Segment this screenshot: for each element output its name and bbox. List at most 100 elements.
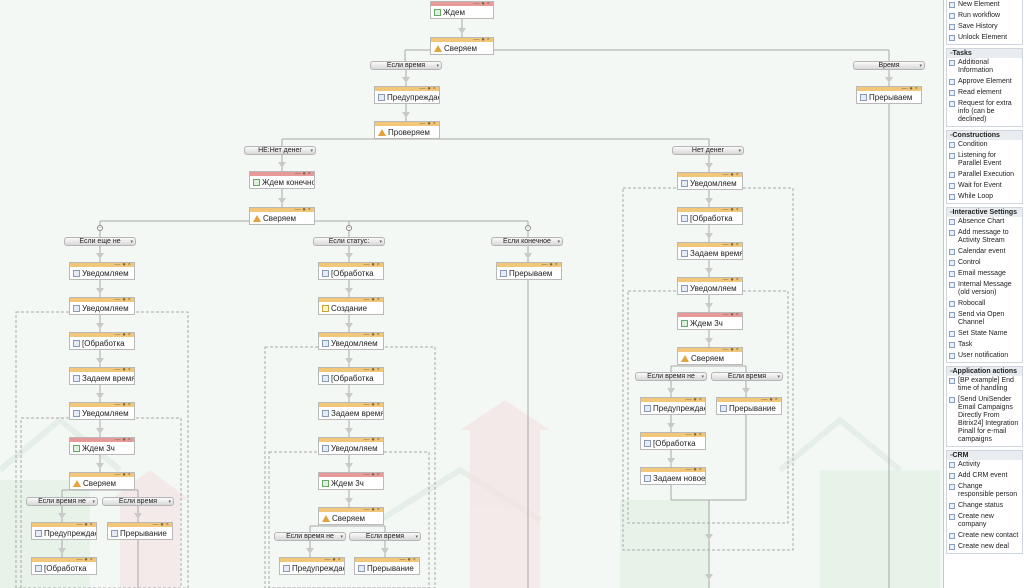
collapse-icon[interactable]: -: [97, 225, 103, 231]
toolbox-item[interactable]: Wait for Event: [947, 181, 1022, 192]
dropdown-icon[interactable]: ▾: [310, 148, 313, 154]
branch-condition-label[interactable]: Если время▾: [102, 497, 174, 506]
workflow-block[interactable]: — ● ×Уведомляем: [318, 437, 384, 455]
workflow-block[interactable]: — ● ×Прерываем: [856, 86, 922, 104]
workflow-block[interactable]: — ● ×Прерывание: [716, 397, 782, 415]
block-controls[interactable]: — ● ×: [114, 402, 131, 408]
toolbox-item[interactable]: [Send UniSender Email Campaigns Directly…: [947, 395, 1022, 446]
branch-condition-label[interactable]: НЕ:Нет денег▾: [244, 146, 316, 155]
collapse-toggle-icon[interactable]: ▫: [950, 209, 953, 216]
branch-condition-label[interactable]: Время▾: [853, 61, 925, 70]
toolbox-item[interactable]: Set State Name: [947, 329, 1022, 340]
toolbox-item[interactable]: Calendar event: [947, 247, 1022, 258]
dropdown-icon[interactable]: ▾: [701, 374, 704, 380]
block-controls[interactable]: — ● ×: [363, 507, 380, 513]
workflow-block[interactable]: — ● ×Уведомляем: [677, 172, 743, 190]
dropdown-icon[interactable]: ▾: [738, 148, 741, 154]
workflow-block[interactable]: — ● ×Ждем 3ч: [318, 472, 384, 490]
collapse-toggle-icon[interactable]: ▫: [950, 50, 953, 57]
toolbox-item[interactable]: New Element: [947, 0, 1022, 11]
block-controls[interactable]: — ● ×: [761, 397, 778, 403]
block-controls[interactable]: — ● ×: [541, 262, 558, 268]
block-controls[interactable]: — ● ×: [76, 557, 93, 563]
block-controls[interactable]: — ● ×: [399, 557, 416, 563]
toolbox-item[interactable]: Condition: [947, 140, 1022, 151]
workflow-block[interactable]: — ● ×Уведомляем: [69, 402, 135, 420]
block-controls[interactable]: — ● ×: [152, 522, 169, 528]
workflow-block[interactable]: — ● ×Сверяем: [69, 472, 135, 490]
workflow-block[interactable]: — ● ×Задаем новое: [640, 467, 706, 485]
toolbox-item[interactable]: Control: [947, 258, 1022, 269]
block-controls[interactable]: — ● ×: [419, 121, 436, 127]
block-controls[interactable]: — ● ×: [114, 262, 131, 268]
dropdown-icon[interactable]: ▾: [436, 63, 439, 69]
branch-condition-label[interactable]: Если статус:▾: [313, 237, 385, 246]
dropdown-icon[interactable]: ▾: [557, 239, 560, 245]
workflow-block[interactable]: — ● ×Задаем время: [677, 242, 743, 260]
dropdown-icon[interactable]: ▾: [379, 239, 382, 245]
workflow-block[interactable]: — ● ×Прерывание: [354, 557, 420, 575]
branch-condition-label[interactable]: Если время не▾: [274, 532, 346, 541]
dropdown-icon[interactable]: ▾: [777, 374, 780, 380]
block-controls[interactable]: — ● ×: [685, 467, 702, 473]
block-controls[interactable]: — ● ×: [114, 472, 131, 478]
block-controls[interactable]: — ● ×: [363, 472, 380, 478]
dropdown-icon[interactable]: ▾: [919, 63, 922, 69]
workflow-block[interactable]: — ● ×Предупреждаем: [640, 397, 706, 415]
block-controls[interactable]: — ● ×: [114, 367, 131, 373]
workflow-block[interactable]: — ● ×Ждем: [430, 1, 494, 19]
block-controls[interactable]: — ● ×: [722, 172, 739, 178]
section-header[interactable]: ▫CRM: [947, 451, 1022, 460]
section-header[interactable]: ▫Tasks: [947, 49, 1022, 58]
workflow-block[interactable]: — ● ×Прерывание: [107, 522, 173, 540]
block-controls[interactable]: — ● ×: [473, 37, 490, 43]
toolbox-item[interactable]: While Loop: [947, 192, 1022, 203]
block-controls[interactable]: — ● ×: [722, 347, 739, 353]
block-controls[interactable]: — ● ×: [114, 437, 131, 443]
toolbox-item[interactable]: Add message to Activity Stream: [947, 228, 1022, 247]
block-controls[interactable]: — ● ×: [722, 312, 739, 318]
workflow-block[interactable]: — ● ×[Обработка: [318, 262, 384, 280]
branch-condition-label[interactable]: Если еще не▾: [64, 237, 136, 246]
collapse-toggle-icon[interactable]: ▫: [950, 132, 953, 139]
workflow-block[interactable]: — ● ×Ждем конечной: [249, 171, 315, 189]
toolbox-item[interactable]: Read element: [947, 88, 1022, 99]
branch-condition-label[interactable]: Если время▾: [370, 61, 442, 70]
toolbox-item[interactable]: Save History: [947, 22, 1022, 33]
toolbox-item[interactable]: Create new contact: [947, 531, 1022, 542]
workflow-block[interactable]: — ● ×[Обработка: [677, 207, 743, 225]
block-controls[interactable]: — ● ×: [76, 522, 93, 528]
section-header[interactable]: ▫Constructions: [947, 131, 1022, 140]
workflow-block[interactable]: — ● ×Задаем время: [318, 402, 384, 420]
block-controls[interactable]: — ● ×: [722, 242, 739, 248]
toolbox-item[interactable]: Request for extra info (can be declined): [947, 99, 1022, 126]
dropdown-icon[interactable]: ▾: [130, 239, 133, 245]
toolbox-item[interactable]: Create new company: [947, 512, 1022, 531]
dropdown-icon[interactable]: ▾: [415, 534, 418, 540]
block-controls[interactable]: — ● ×: [722, 277, 739, 283]
workflow-block[interactable]: — ● ×Предупреждаем: [374, 86, 440, 104]
block-controls[interactable]: — ● ×: [363, 402, 380, 408]
toolbox-item[interactable]: Approve Element: [947, 77, 1022, 88]
toolbox-item[interactable]: Add CRM event: [947, 471, 1022, 482]
collapse-icon[interactable]: -: [525, 225, 531, 231]
workflow-canvas[interactable]: — ● ×Ждем— ● ×Сверяем— ● ×Предупреждаем—…: [0, 0, 940, 588]
toolbox-item[interactable]: Unlock Element: [947, 33, 1022, 44]
branch-condition-label[interactable]: Если конечное▾: [491, 237, 563, 246]
workflow-block[interactable]: — ● ×Сверяем: [249, 207, 315, 225]
workflow-block[interactable]: — ● ×Проверяем: [374, 121, 440, 139]
dropdown-icon[interactable]: ▾: [340, 534, 343, 540]
workflow-block[interactable]: — ● ×Предупреждаем: [31, 522, 97, 540]
toolbox-item[interactable]: Run workflow: [947, 11, 1022, 22]
block-controls[interactable]: — ● ×: [473, 1, 490, 7]
toolbox-item[interactable]: Absence Chart: [947, 217, 1022, 228]
block-controls[interactable]: — ● ×: [419, 86, 436, 92]
toolbox-item[interactable]: Change status: [947, 501, 1022, 512]
block-controls[interactable]: — ● ×: [363, 262, 380, 268]
branch-condition-label[interactable]: Если время не▾: [26, 497, 98, 506]
block-controls[interactable]: — ● ×: [294, 171, 311, 177]
workflow-block[interactable]: — ● ×Сверяем: [318, 507, 384, 525]
toolbox-item[interactable]: [BP example] End time of handling: [947, 376, 1022, 395]
toolbox-item[interactable]: Additional Information: [947, 58, 1022, 77]
collapse-toggle-icon[interactable]: ▫: [950, 368, 953, 375]
